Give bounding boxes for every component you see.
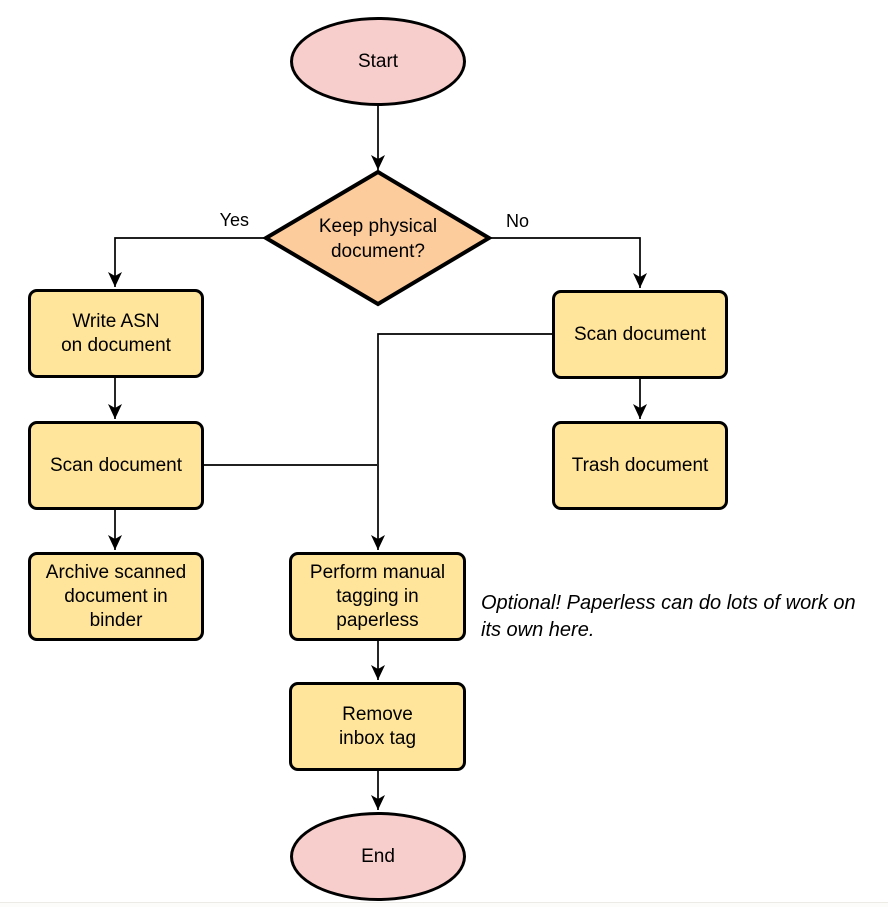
- node-decision: Keep physical document?: [286, 210, 470, 268]
- edge-decision-no-to-scan-right: [489, 237, 647, 288]
- node-start-label: Start: [357, 50, 399, 72]
- node-manual-tagging-label: Perform manual tagging in paperless: [309, 561, 446, 631]
- node-scan-document-right: Scan document: [552, 290, 728, 379]
- node-archive-binder-label: Archive scanned document in binder: [45, 561, 187, 631]
- edge-decision-yes-to-write-asn: [108, 237, 266, 287]
- node-scan-document-left: Scan document: [28, 421, 204, 510]
- edge-label-yes: Yes: [219, 210, 249, 230]
- node-start: Start: [290, 17, 466, 106]
- decision-diamond-shape: [262, 169, 493, 307]
- node-remove-inbox-tag: Remove inbox tag: [289, 682, 466, 771]
- node-decision-label: Keep physical document?: [318, 216, 438, 262]
- node-write-asn-label: Write ASN on document: [61, 310, 171, 356]
- node-scan-document-left-label: Scan document: [49, 454, 183, 476]
- annotation-optional-note: Optional! Paperless can do lots of work …: [481, 592, 856, 641]
- edge-scan-right-to-tagging: [371, 333, 552, 550]
- node-end-label: End: [361, 845, 395, 867]
- page-bottom-divider: [0, 902, 888, 907]
- node-manual-tagging: Perform manual tagging in paperless: [289, 552, 466, 641]
- node-remove-inbox-tag-label: Remove inbox tag: [338, 703, 417, 749]
- node-trash-document: Trash document: [552, 421, 728, 510]
- node-trash-document-label: Trash document: [571, 454, 709, 476]
- node-scan-document-right-label: Scan document: [573, 323, 707, 345]
- edge-label-no: No: [506, 211, 530, 231]
- node-end: End: [290, 812, 466, 901]
- node-write-asn: Write ASN on document: [28, 289, 204, 378]
- node-archive-binder: Archive scanned document in binder: [28, 552, 204, 641]
